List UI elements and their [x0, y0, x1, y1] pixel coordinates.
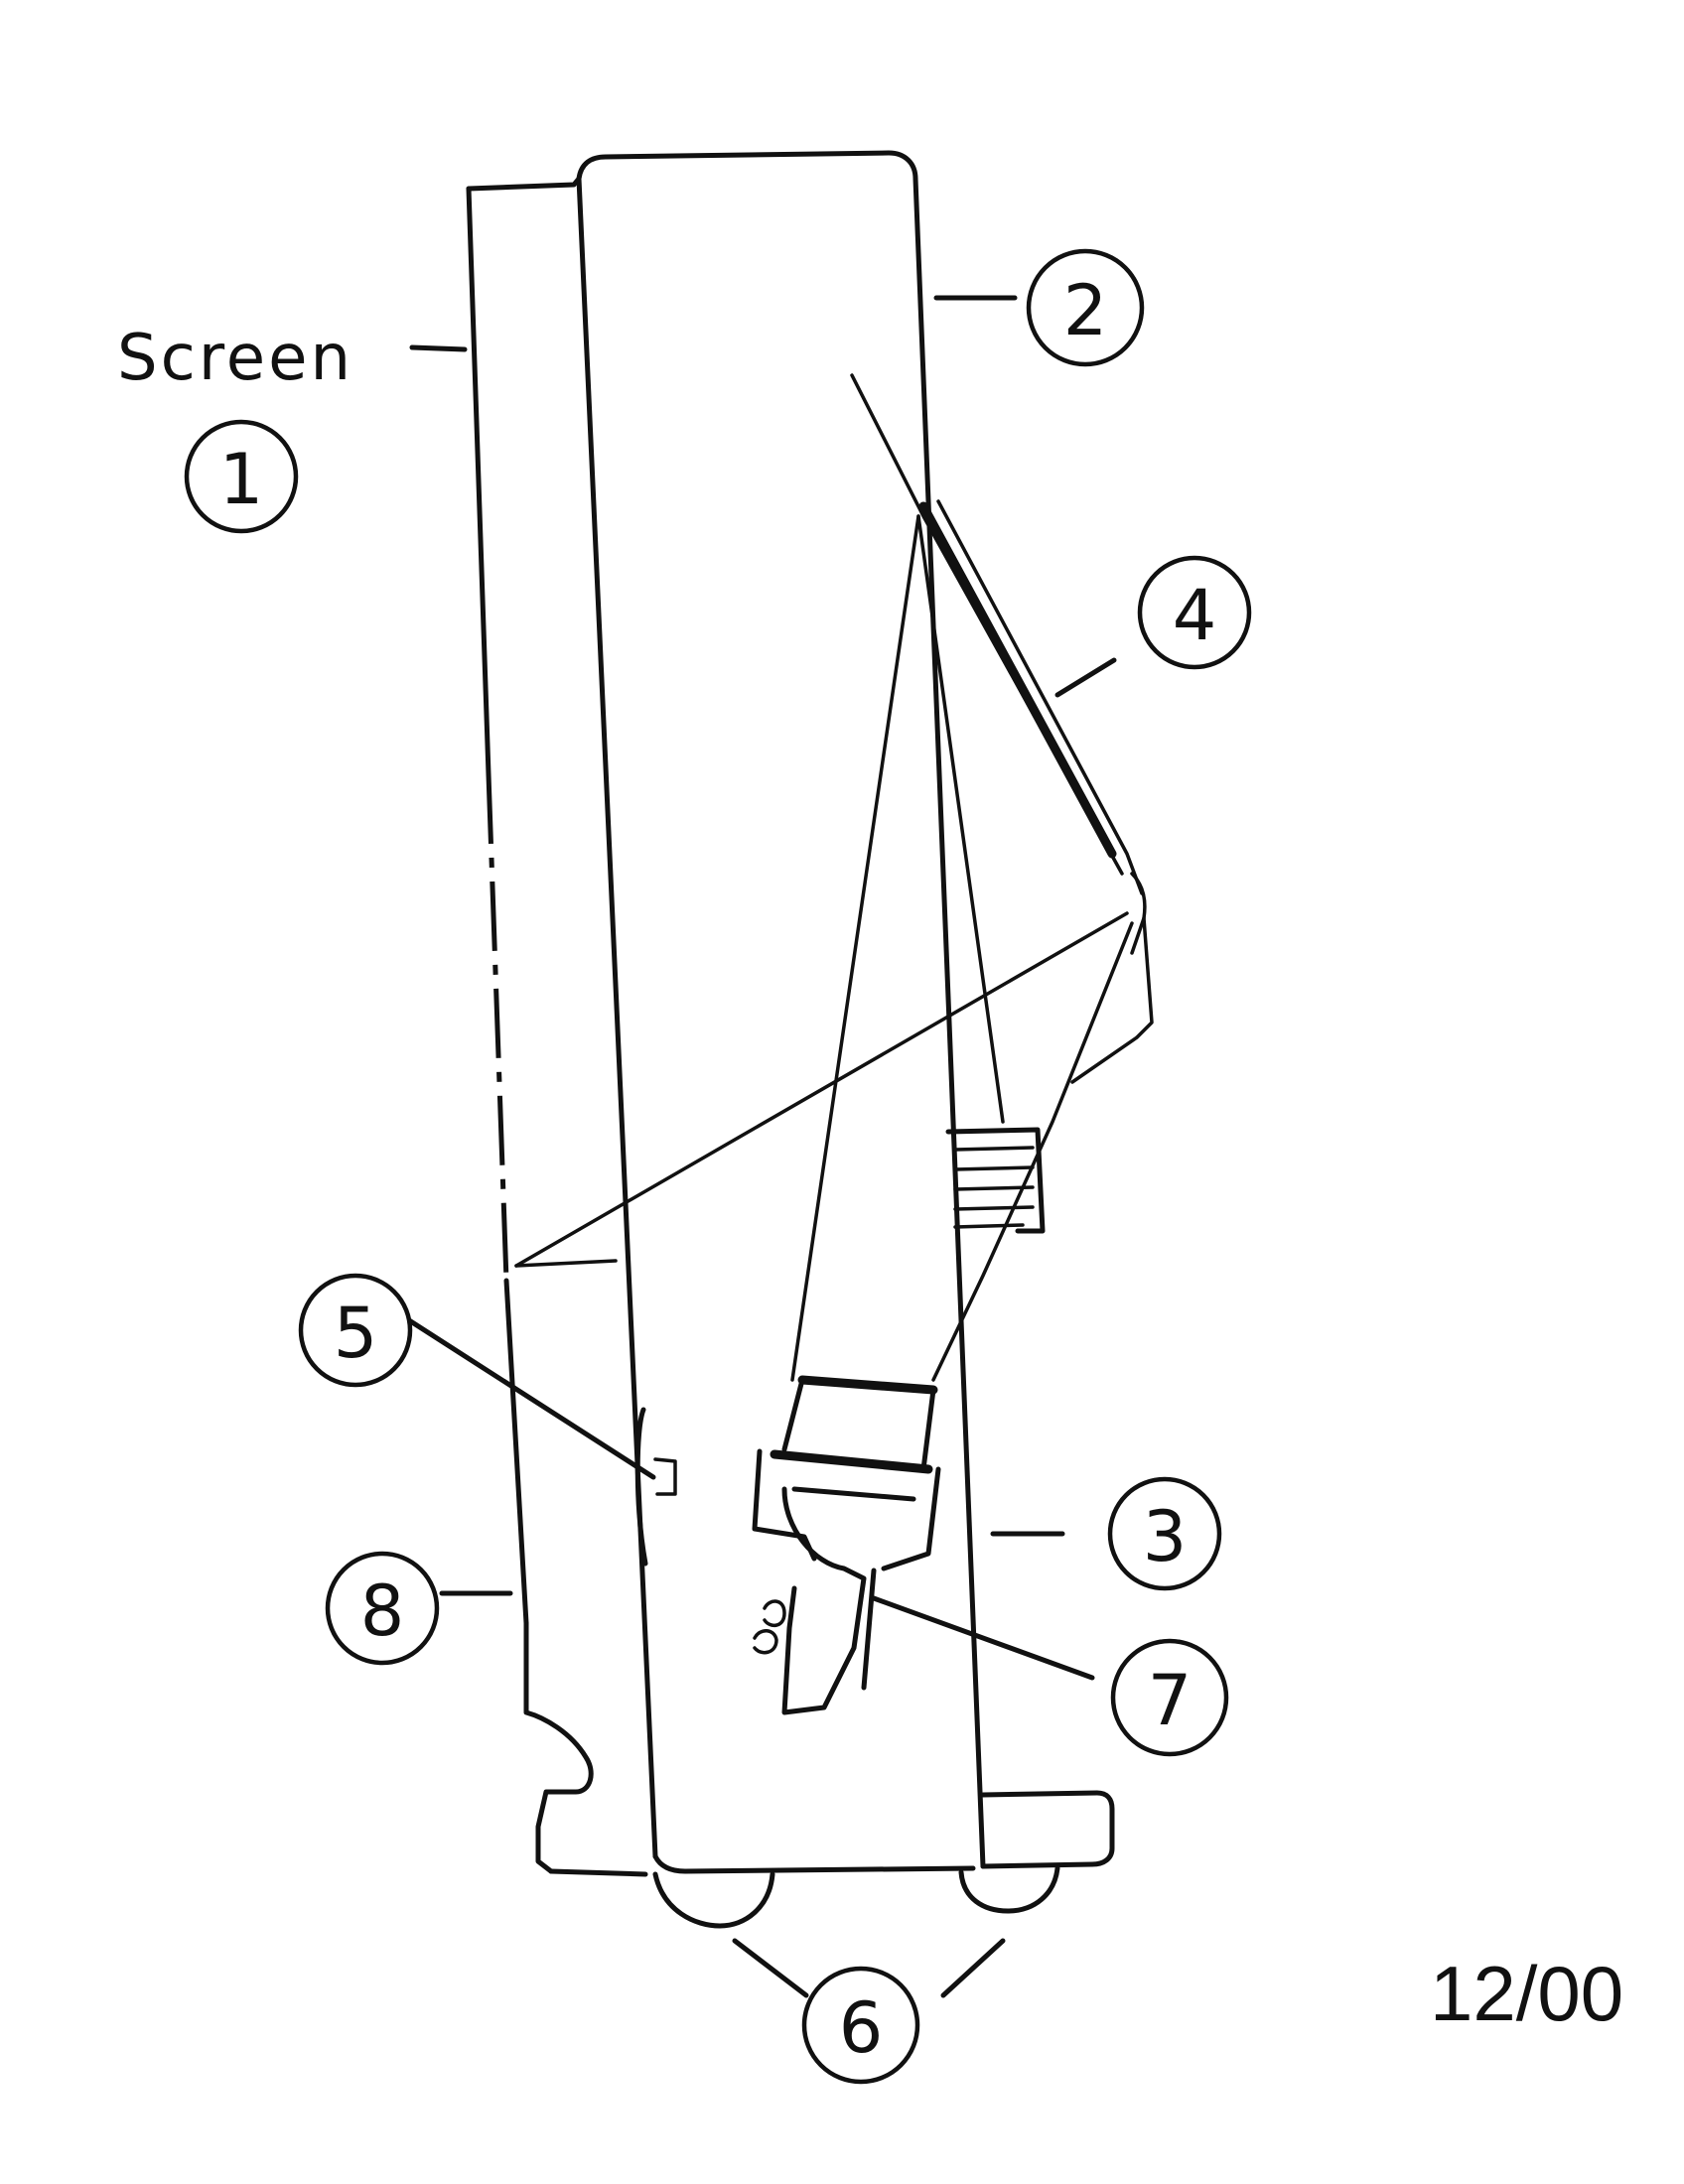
callout-4-label: 4 [1173, 575, 1217, 656]
callout-5-label: 5 [334, 1293, 378, 1374]
callout-2: 2 [1026, 248, 1145, 367]
projector [752, 1375, 941, 1715]
speaker-grill [945, 1127, 1046, 1234]
screen-label: Screen [117, 322, 353, 395]
callout-7: 7 [1110, 1638, 1229, 1757]
callout-4: 4 [1137, 555, 1252, 670]
callout-7-label: 7 [1148, 1660, 1193, 1741]
callout-5: 5 [298, 1273, 413, 1388]
casters [652, 1865, 1060, 1929]
callout-8: 8 [325, 1551, 440, 1666]
callout-6-label: 6 [839, 1987, 884, 2069]
callout-3-label: 3 [1143, 1496, 1188, 1577]
callout-1-label: 1 [219, 439, 264, 520]
callout-3: 3 [1107, 1476, 1222, 1591]
cabinet-body [576, 150, 1115, 1874]
light-paths [514, 514, 1134, 1382]
side-knob [634, 1407, 677, 1567]
callout-1: 1 [184, 419, 299, 534]
leader-lines [406, 295, 1117, 1998]
date-stamp: 12/00 [1430, 1950, 1623, 2037]
mirror [850, 373, 1154, 1084]
callout-6: 6 [801, 1966, 920, 2085]
screen-panel [466, 176, 648, 1877]
callout-8-label: 8 [360, 1570, 405, 1652]
callout-2-label: 2 [1063, 270, 1108, 351]
